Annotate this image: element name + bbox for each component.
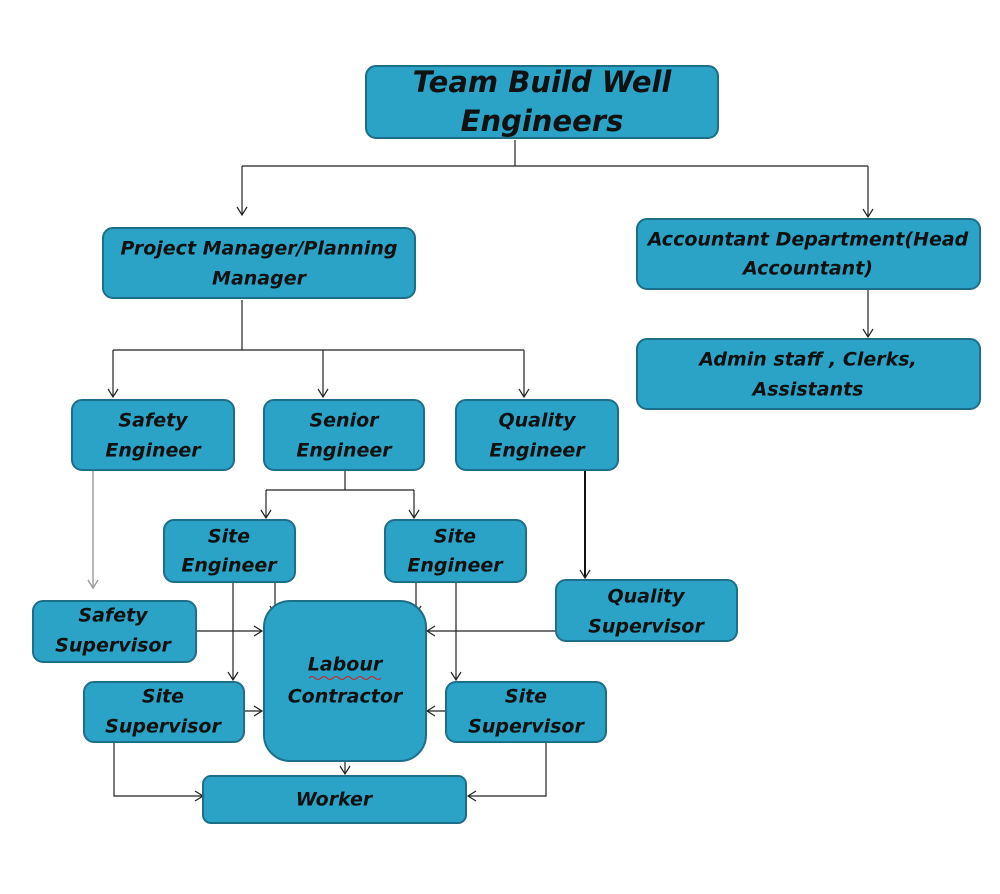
root-title-line2: Engineers — [461, 104, 624, 138]
root-title-line1: Team Build Well — [413, 65, 673, 99]
site-supervisor-left-node: Site Supervisor — [83, 681, 245, 743]
accountant-line1: Accountant Department(Head — [646, 229, 969, 251]
quality-engineer-node: Quality Engineer — [455, 399, 619, 471]
safety-supervisor-node: Safety Supervisor — [32, 600, 197, 663]
arrowhead — [339, 765, 351, 776]
site-engineer-right-line2: Engineer — [407, 555, 504, 577]
arrowhead — [107, 388, 119, 399]
site-engineer-right-node: Site Engineer — [384, 519, 527, 583]
arrowhead — [317, 388, 329, 399]
project-manager-line2: Manager — [212, 268, 308, 290]
worker-node: Worker — [202, 775, 467, 824]
root-node: Team Build Well Engineers — [365, 65, 719, 139]
site-supervisor-right-line2: Supervisor — [468, 716, 585, 738]
senior-engineer-line1: Senior — [309, 410, 380, 432]
admin-line1: Admin staff , Clerks, — [697, 349, 917, 371]
safety-engineer-line2: Engineer — [105, 440, 202, 462]
quality-engineer-line2: Engineer — [489, 440, 586, 462]
safety-engineer-node: Safety Engineer — [71, 399, 235, 471]
site-engineer-right-line1: Site — [434, 526, 476, 548]
site-engineer-left-node: Site Engineer — [163, 519, 296, 583]
accountant-node: Accountant Department(Head Accountant) — [636, 218, 981, 290]
spellcheck-underline — [308, 676, 382, 680]
quality-supervisor-node: Quality Supervisor — [555, 579, 738, 642]
arrowhead — [236, 206, 248, 217]
admin-node: Admin staff , Clerks, Assistants — [636, 338, 981, 410]
worker-label: Worker — [296, 789, 374, 811]
safety-engineer-line1: Safety — [118, 410, 189, 432]
site-supervisor-left-line1: Site — [142, 686, 184, 708]
project-manager-line1: Project Manager/Planning — [121, 238, 398, 260]
arrowhead — [466, 790, 477, 802]
arrowhead — [260, 509, 272, 520]
site-engineer-left-line2: Engineer — [181, 555, 278, 577]
quality-supervisor-line2: Supervisor — [588, 616, 705, 638]
arrowhead — [518, 388, 530, 399]
arrowhead — [862, 328, 874, 339]
connector-site-supervisor-right-worker — [468, 742, 547, 797]
safety-supervisor-line2: Supervisor — [55, 635, 172, 657]
senior-engineer-line2: Engineer — [296, 440, 393, 462]
site-supervisor-right-line1: Site — [505, 686, 547, 708]
labour-contractor-line2: Contractor — [288, 686, 404, 708]
site-engineer-left-line1: Site — [208, 526, 250, 548]
connector-site-supervisor-left-worker — [113, 742, 203, 797]
connectors — [87, 140, 874, 802]
quality-engineer-line1: Quality — [499, 410, 578, 432]
site-supervisor-right-node: Site Supervisor — [445, 681, 607, 743]
site-supervisor-left-line2: Supervisor — [105, 716, 222, 738]
arrowhead — [253, 625, 264, 637]
admin-line2: Assistants — [751, 379, 864, 401]
arrowhead — [408, 509, 420, 520]
quality-supervisor-line1: Quality — [608, 586, 687, 608]
arrowhead — [579, 569, 591, 580]
arrowhead — [87, 579, 99, 590]
labour-contractor-node: Labour Contractor — [263, 600, 427, 762]
labour-contractor-line1: Labour — [308, 654, 384, 676]
safety-supervisor-line1: Safety — [78, 605, 149, 627]
arrowhead — [450, 671, 462, 682]
accountant-line2: Accountant) — [741, 258, 873, 280]
project-manager-node: Project Manager/Planning Manager — [102, 227, 416, 299]
arrowhead — [227, 671, 239, 682]
arrowhead — [862, 208, 874, 219]
arrowhead — [253, 705, 264, 717]
senior-engineer-node: Senior Engineer — [263, 399, 425, 471]
